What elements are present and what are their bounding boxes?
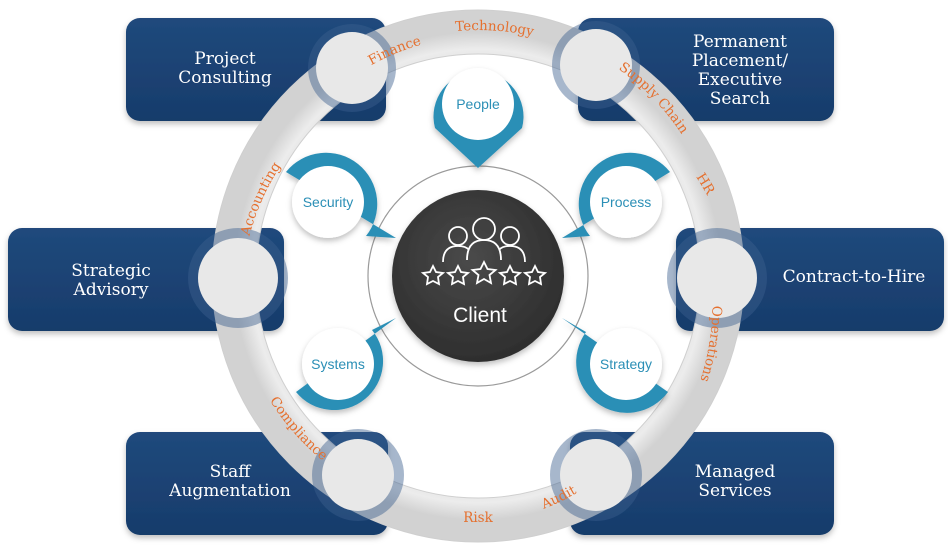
service-label-project-consulting: Project Consulting — [178, 49, 272, 88]
pin-label-people: People — [456, 96, 500, 112]
pin-label-process: Process — [601, 194, 652, 210]
service-label-strategic-advisory: Strategic Advisory — [71, 261, 151, 300]
client-label: Client — [453, 304, 507, 327]
pin-label-systems: Systems — [311, 356, 365, 372]
service-label-staff-augmentation: Staff Augmentation — [169, 462, 291, 501]
pin-label-strategy: Strategy — [600, 356, 652, 372]
pin-security — [286, 152, 396, 238]
ring-link-right — [667, 228, 767, 328]
ring-link-top-right — [552, 21, 640, 109]
pin-label-security: Security — [303, 194, 354, 210]
ring-link-bottom-left — [312, 429, 404, 521]
ring-link-top-left — [308, 24, 396, 112]
ring-word-risk: Risk — [463, 510, 493, 526]
service-label-managed-services: Managed Services — [694, 462, 776, 501]
ring-link-bottom-right — [550, 429, 642, 521]
service-label-permanent-placement: Permanent Placement/ Executive Search — [691, 32, 789, 109]
service-label-contract-to-hire: Contract-to-Hire — [782, 267, 926, 287]
pin-people — [433, 68, 524, 168]
pin-strategy — [562, 318, 668, 413]
pin-systems — [296, 318, 396, 411]
group-with-stars-icon — [420, 217, 548, 286]
ring-link-left — [188, 228, 288, 328]
pin-process — [562, 152, 670, 238]
